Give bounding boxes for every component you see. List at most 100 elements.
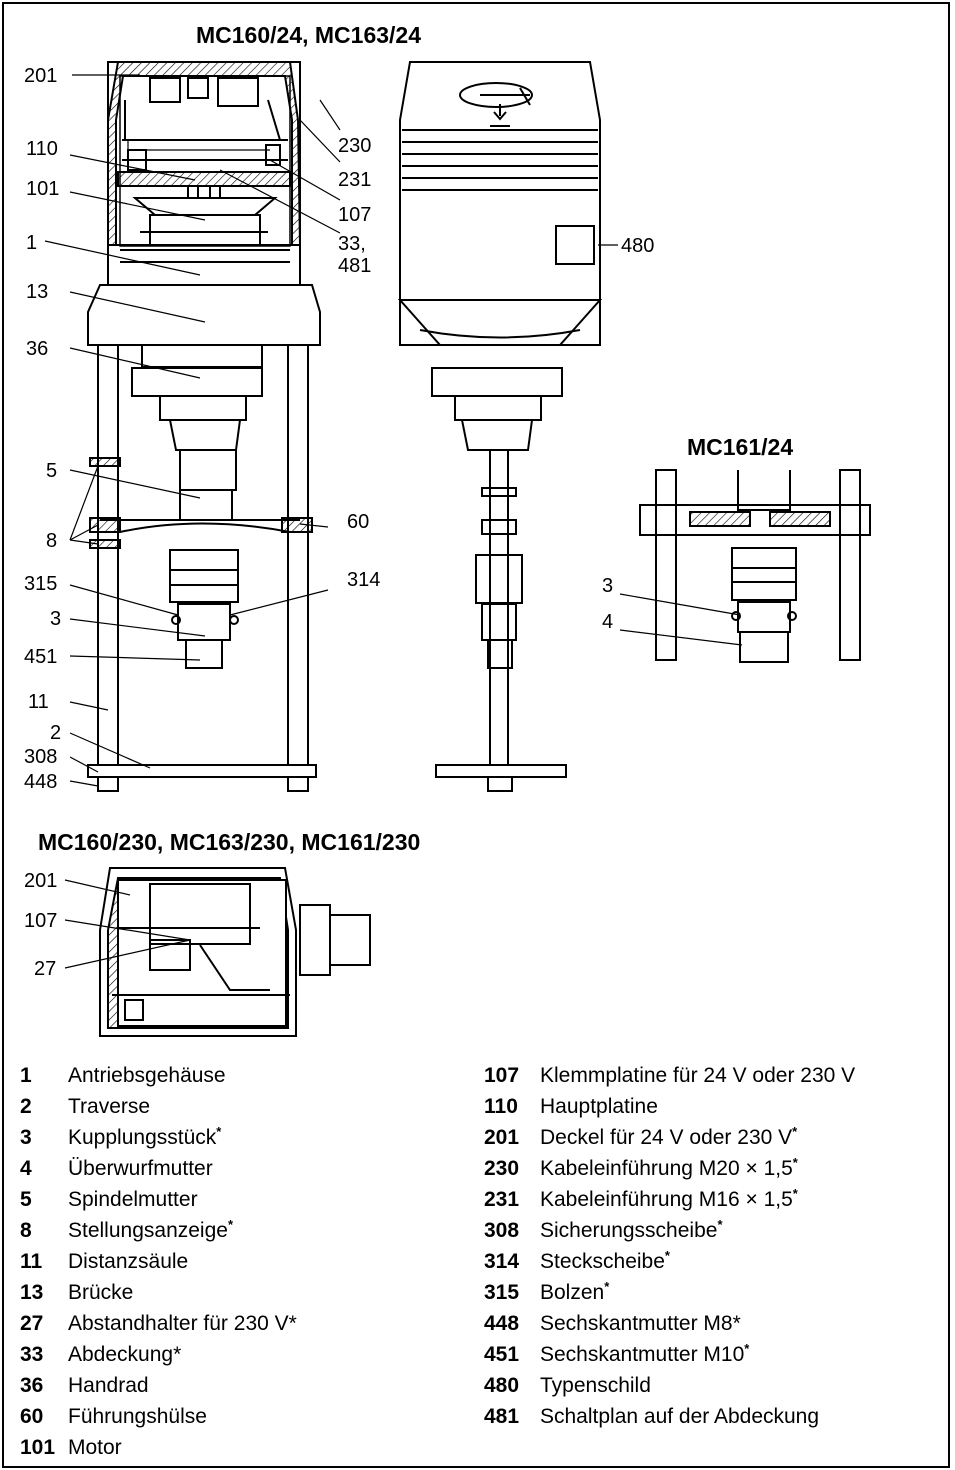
legend-number: 33 — [20, 1343, 44, 1366]
legend-label-text: Traverse — [68, 1095, 151, 1118]
callout-107: 107 — [338, 204, 371, 226]
legend-label-text: Steckscheibe — [540, 1250, 665, 1273]
legend-label-text: Antriebsgehäuse — [68, 1064, 226, 1087]
legend-label: Motor — [68, 1432, 122, 1463]
legend-number: 315 — [484, 1281, 520, 1304]
legend-label-text: Typenschild — [540, 1374, 651, 1397]
legend-number: 27 — [20, 1312, 44, 1335]
legend-label: Schaltplan auf der Abdeckung — [540, 1401, 819, 1432]
callout-side-3: 3 — [602, 575, 613, 597]
callout-side-4: 4 — [602, 611, 613, 633]
legend-row: 481 Schaltplan auf der Abdeckung — [484, 1401, 934, 1432]
legend-label: Steckscheibe* — [540, 1246, 670, 1277]
legend-label: Klemmplatine für 24 V oder 230 V — [540, 1060, 855, 1091]
legend-label: Kabeleinführung M16 × 1,5* — [540, 1184, 798, 1215]
callout-101: 101 — [26, 178, 59, 200]
legend-star: * — [604, 1279, 610, 1294]
callout-451: 451 — [24, 646, 57, 668]
legend-row: 33 Abdeckung* — [20, 1339, 460, 1370]
leader-lines — [44, 74, 743, 969]
legend-label-text: Kabeleinführung M16 × 1,5 — [540, 1188, 793, 1211]
callout-33: 33, — [338, 233, 366, 255]
legend-row: 36 Handrad — [20, 1370, 460, 1401]
legend-number: 480 — [484, 1374, 520, 1397]
legend-star: * — [744, 1341, 750, 1356]
legend-number: 448 — [484, 1312, 520, 1335]
callout-480: 480 — [621, 235, 654, 257]
legend-label-text: Abdeckung* — [68, 1343, 182, 1366]
callout-230: 230 — [338, 135, 371, 157]
callout-110: 110 — [26, 138, 58, 160]
legend-label: Führungshülse — [68, 1401, 207, 1432]
legend-label: Brücke — [68, 1277, 133, 1308]
legend-row: 13 Brücke — [20, 1277, 460, 1308]
legend-label: Abstandhalter für 230 V* — [68, 1308, 297, 1339]
legend-label-text: Brücke — [68, 1281, 134, 1304]
legend-star: * — [717, 1217, 723, 1232]
legend-label: Abdeckung* — [68, 1339, 181, 1370]
callout-5: 5 — [46, 460, 57, 482]
callouts: 201 110 101 1 13 36 5 8 315 3 451 11 2 3… — [24, 65, 654, 980]
legend-star: * — [216, 1124, 222, 1139]
legend-label: Handrad — [68, 1370, 149, 1401]
legend-number: 451 — [484, 1343, 520, 1366]
legend-number: 308 — [484, 1219, 520, 1242]
legend-number: 107 — [484, 1064, 520, 1087]
title-bottom: MC160/230, MC163/230, MC161/230 — [38, 829, 421, 855]
legend-number: 314 — [484, 1250, 520, 1273]
legend-label: Hauptplatine — [540, 1091, 658, 1122]
legend-number: 13 — [20, 1281, 44, 1304]
callout-481: 481 — [338, 255, 371, 277]
callout-bottom-201: 201 — [24, 870, 57, 892]
legend-right: 107 Klemmplatine für 24 V oder 230 V 110 Ha… — [484, 1060, 934, 1432]
legend-label-text: Sechskantmutter M8* — [540, 1312, 741, 1335]
legend-row: 2 Traverse — [20, 1091, 460, 1122]
legend-label-text: Sechskantmutter M10 — [540, 1343, 745, 1366]
legend-number: 3 — [20, 1126, 32, 1149]
callout-60: 60 — [347, 511, 369, 533]
legend-number: 2 — [20, 1095, 32, 1118]
legend-label: Kupplungsstück* — [68, 1122, 221, 1153]
legend-label: Deckel für 24 V oder 230 V* — [540, 1122, 797, 1153]
legend-label: Typenschild — [540, 1370, 651, 1401]
callout-bottom-107: 107 — [24, 910, 57, 932]
legend-label: Sechskantmutter M10* — [540, 1339, 749, 1370]
callout-231: 231 — [338, 169, 371, 191]
legend-label: Überwurfmutter — [68, 1153, 213, 1184]
legend-number: 5 — [20, 1188, 32, 1211]
title-side: MC161/24 — [687, 434, 794, 460]
callout-3: 3 — [50, 608, 61, 630]
legend-label: Traverse — [68, 1091, 150, 1122]
legend-row: 11 Distanzsäule — [20, 1246, 460, 1277]
legend-label: Antriebsgehäuse — [68, 1060, 226, 1091]
legend-number: 110 — [484, 1095, 518, 1118]
legend-label-text: Bolzen — [540, 1281, 605, 1304]
legend-label-text: Distanzsäule — [68, 1250, 189, 1273]
legend-number: 11 — [20, 1250, 43, 1273]
callout-314: 314 — [347, 569, 380, 591]
legend-label-text: Stellungsanzeige — [68, 1219, 228, 1242]
legend-star: * — [792, 1186, 798, 1201]
legend-number: 1 — [20, 1064, 32, 1087]
legend-label-text: Schaltplan auf der Abdeckung — [540, 1405, 820, 1428]
side-view — [397, 61, 603, 792]
legend-label-text: Hauptplatine — [540, 1095, 658, 1118]
title-top: MC160/24, MC163/24 — [196, 22, 422, 48]
callout-36: 36 — [26, 338, 48, 360]
legend-label-text: Abstandhalter für 230 V* — [68, 1312, 297, 1335]
legend-number: 36 — [20, 1374, 44, 1397]
legend-row: 448 Sechskantmutter M8* — [484, 1308, 934, 1339]
callout-448: 448 — [24, 771, 57, 793]
legend-label-text: Überwurfmutter — [68, 1157, 213, 1180]
legend-row: 315 Bolzen* — [484, 1277, 934, 1308]
legend-number: 481 — [484, 1405, 520, 1428]
callout-1: 1 — [26, 232, 37, 254]
legend-label: Sicherungsscheibe* — [540, 1215, 723, 1246]
legend-row: 3 Kupplungsstück* — [20, 1122, 460, 1153]
callout-2: 2 — [50, 722, 61, 744]
